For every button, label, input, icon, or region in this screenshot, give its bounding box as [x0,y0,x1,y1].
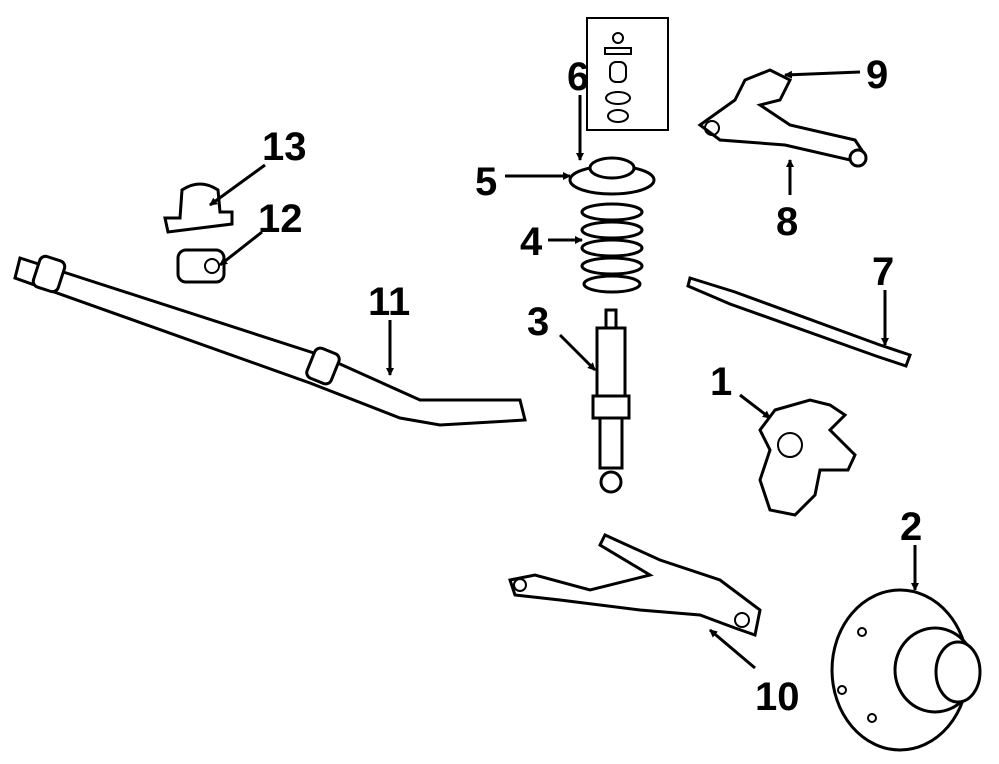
coil-spring [580,202,644,294]
callout-9: 9 [866,53,888,97]
callout-13: 13 [262,125,307,169]
callout-10: 10 [755,675,800,719]
shock-absorber [591,308,631,494]
stabilizer-bar [13,254,527,427]
callout-3: 3 [527,300,549,344]
callout-4: 4 [520,220,543,264]
callout-2: 2 [900,505,922,549]
callout-7: 7 [872,250,894,294]
strut-mount [568,156,656,196]
callout-5: 5 [475,160,497,204]
stabilizer-bracket [163,182,234,234]
tie-rod [686,276,912,368]
callout-12: 12 [258,197,303,241]
callout-11: 11 [368,280,410,324]
steering-knuckle [758,398,857,517]
callout-1: 1 [710,360,732,404]
stabilizer-bushing [176,248,226,284]
wheel-hub [830,588,982,752]
leader-arrows [209,70,919,670]
lower-control-arm [508,533,762,637]
upper-control-arm [697,68,868,168]
strut-mount-kit [586,17,669,131]
callout-6: 6 [567,55,589,99]
callout-8: 8 [776,200,798,244]
